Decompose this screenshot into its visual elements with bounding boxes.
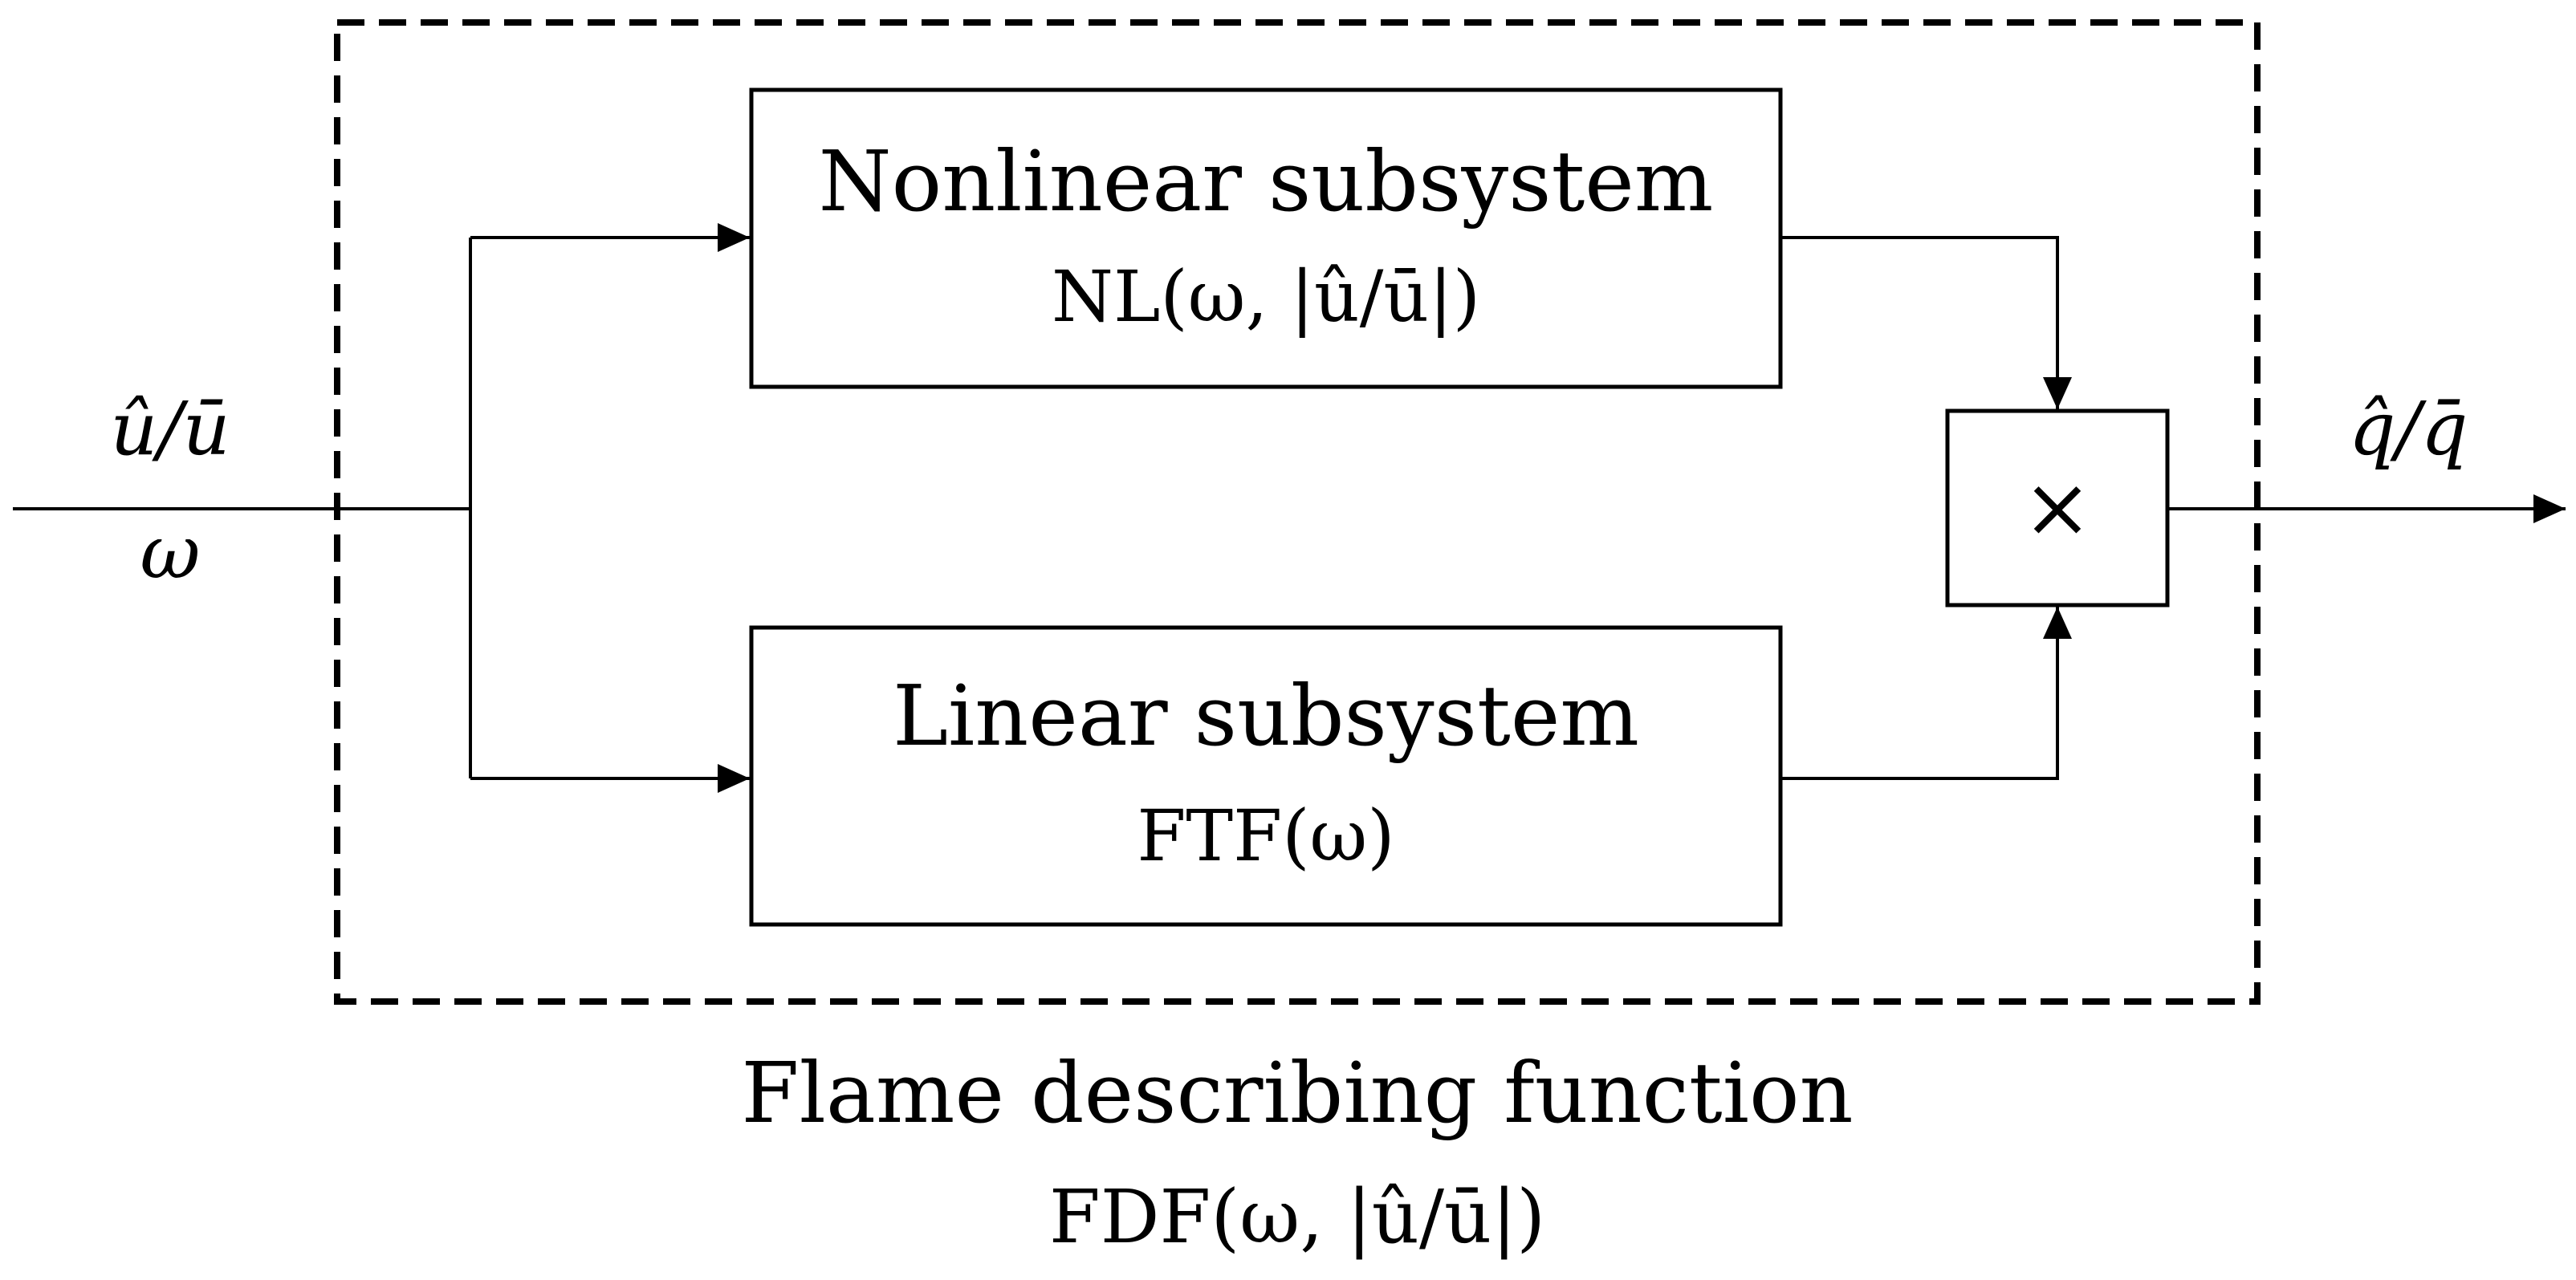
nonlinear-output-line bbox=[1780, 236, 2072, 409]
nonlinear-subsystem-block bbox=[749, 87, 1783, 389]
linear-title: Linear subsystem bbox=[893, 667, 1639, 765]
fdf-container-box bbox=[334, 19, 2261, 1005]
input-velocity-label: û/ū bbox=[110, 386, 230, 472]
fdf-caption-formula: FDF(ω, |û/ū|) bbox=[1049, 1174, 1545, 1260]
fdf-caption-title: Flame describing function bbox=[741, 1044, 1853, 1142]
input-frequency-label: ω bbox=[140, 510, 200, 595]
linear-output-line bbox=[1780, 607, 2072, 780]
multiplier-block bbox=[1945, 408, 2170, 607]
linear-subsystem-block bbox=[749, 625, 1783, 927]
nonlinear-formula: NL(ω, |û/ū|) bbox=[1052, 255, 1480, 338]
output-heat-release-label: q̂/q̄ bbox=[2349, 386, 2468, 472]
linear-formula: FTF(ω) bbox=[1137, 794, 1394, 877]
multiply-symbol: × bbox=[2022, 458, 2092, 556]
nonlinear-title: Nonlinear subsystem bbox=[819, 132, 1714, 230]
